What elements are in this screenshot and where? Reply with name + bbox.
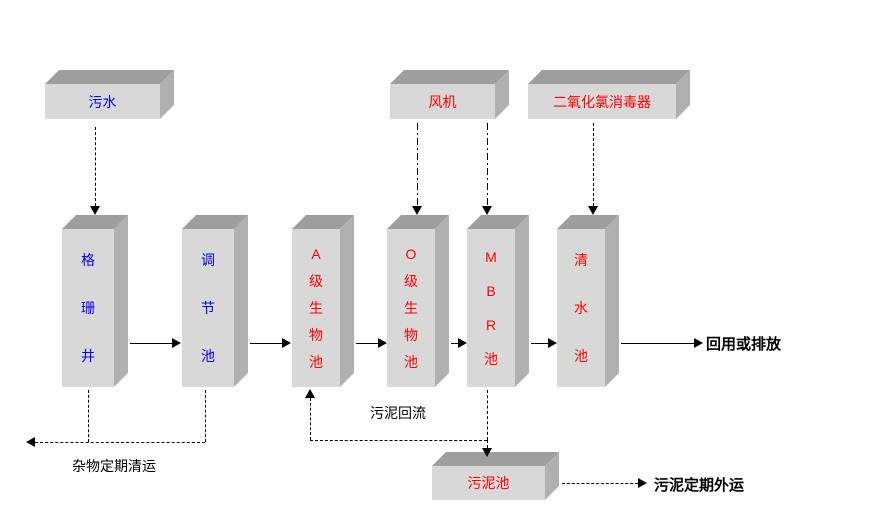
line-debris-horizontal [35, 442, 205, 443]
line-sludge-return-up [310, 398, 311, 440]
tank-o-bio-label: O 级 生 物 池 [387, 229, 435, 387]
line-regulating-debris [205, 390, 206, 442]
arrowhead-down-icon [482, 448, 492, 457]
label-debris-removal: 杂物定期清运 [72, 458, 156, 474]
tank-regulating-label: 调 节 池 [182, 229, 234, 387]
node-fan-label: 风机 [390, 84, 495, 119]
box-top-face [528, 70, 690, 84]
arrow-mbr-to-clear-water [531, 343, 548, 344]
arrowhead-right-icon [282, 338, 291, 348]
box-side-face [340, 215, 354, 387]
label-sludge-out: 污泥定期外运 [654, 477, 745, 494]
box-side-face [234, 215, 248, 387]
arrowhead-right-icon [458, 338, 467, 348]
arrow-sludge-out [562, 483, 638, 484]
box-top-face [45, 70, 174, 84]
box-top-face [432, 452, 559, 466]
tank-a-bio-label: A 级 生 物 池 [292, 229, 340, 387]
arrowhead-down-icon [90, 206, 100, 215]
arrow-fan-to-mbr [487, 123, 488, 206]
box-side-face [605, 215, 619, 387]
tank-grid-well-label: 格 珊 井 [62, 229, 114, 387]
box-top-face [390, 70, 509, 84]
arrow-disinfector-to-clear-water [593, 123, 594, 206]
label-sludge-return: 污泥回流 [370, 405, 426, 421]
arrowhead-left-icon [26, 437, 35, 447]
line-sludge-return-horizontal [310, 440, 487, 441]
arrow-o-bio-to-mbr [451, 343, 458, 344]
line-gridwell-debris [88, 390, 89, 442]
tank-mbr-label: M B R 池 [467, 229, 515, 387]
box-side-face [114, 215, 128, 387]
arrowhead-right-icon [638, 478, 647, 488]
arrowhead-down-icon [412, 206, 422, 215]
tank-clear-water-label: 清 水 池 [557, 229, 605, 387]
arrowhead-right-icon [548, 338, 557, 348]
label-reuse-or-discharge: 回用或排放 [706, 336, 782, 353]
arrow-clear-water-to-output [621, 343, 694, 344]
arrowhead-right-icon [694, 338, 703, 348]
arrow-a-bio-to-o-bio [356, 343, 378, 344]
line-to-sludge-tank [487, 440, 488, 448]
arrowhead-down-icon [588, 206, 598, 215]
box-side-face [435, 215, 449, 387]
box-side-face [515, 215, 529, 387]
arrow-gridwell-to-regulating [130, 343, 172, 344]
node-wastewater-label: 污水 [45, 84, 160, 119]
arrowhead-down-icon [482, 206, 492, 215]
arrowhead-right-icon [378, 338, 387, 348]
arrowhead-up-icon [305, 389, 315, 398]
line-mbr-down [487, 390, 488, 440]
arrow-wastewater-to-gridwell [95, 127, 96, 206]
arrow-regulating-to-a-bio [250, 343, 282, 344]
arrowhead-right-icon [172, 338, 181, 348]
node-disinfector-label: 二氧化氯消毒器 [528, 84, 676, 119]
tank-sludge-label: 污泥池 [432, 466, 545, 500]
arrow-fan-to-o-bio [417, 123, 418, 206]
